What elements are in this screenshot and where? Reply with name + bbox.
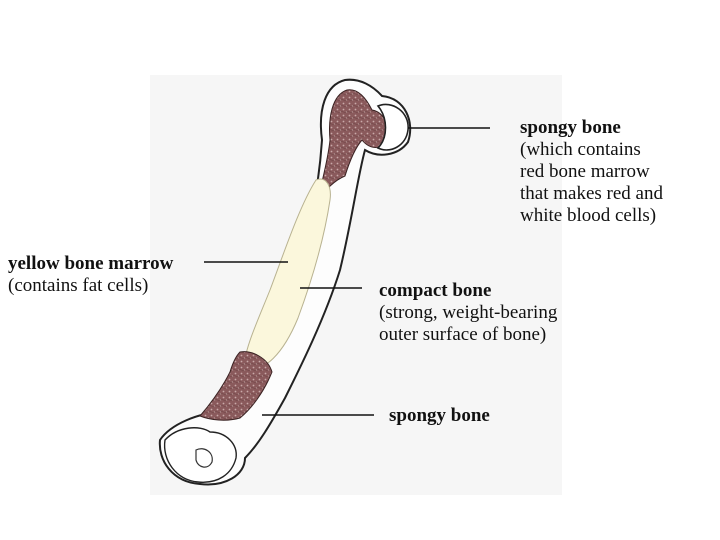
- label-desc-line: (contains fat cells): [8, 275, 173, 297]
- label-title: spongy bone: [389, 405, 490, 427]
- label-compact-bone: compact bone (strong, weight-bearing out…: [379, 280, 557, 346]
- label-desc-line: that makes red and: [520, 183, 663, 205]
- label-title: yellow bone marrow: [8, 253, 173, 275]
- label-desc-line: (strong, weight-bearing: [379, 302, 557, 324]
- label-desc-line: white blood cells): [520, 205, 663, 227]
- label-desc-line: (which contains: [520, 139, 663, 161]
- label-spongy-bone-top: spongy bone (which contains red bone mar…: [520, 117, 663, 227]
- label-spongy-bone-bottom: spongy bone: [389, 405, 490, 427]
- label-title: spongy bone: [520, 117, 663, 139]
- label-title: compact bone: [379, 280, 557, 302]
- label-desc-line: red bone marrow: [520, 161, 663, 183]
- label-yellow-bone-marrow: yellow bone marrow (contains fat cells): [8, 253, 173, 297]
- label-desc-line: outer surface of bone): [379, 324, 557, 346]
